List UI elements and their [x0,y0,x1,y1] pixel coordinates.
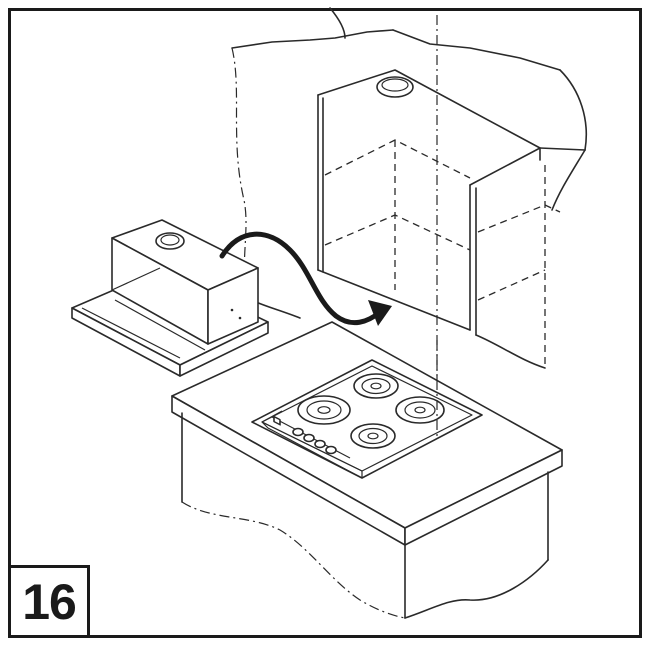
burner-icon [395,396,445,424]
wall-cabinet-icon [231,7,588,445]
cooktop-icon [251,359,483,479]
move-arrow-icon [219,231,392,326]
hood-unit-icon [71,219,269,377]
burner-icon [353,373,399,399]
control-knobs [273,415,337,455]
burner-icon [350,423,396,449]
burner-icon [297,395,351,425]
step-badge: 16 [8,565,90,638]
step-number: 16 [22,573,77,630]
